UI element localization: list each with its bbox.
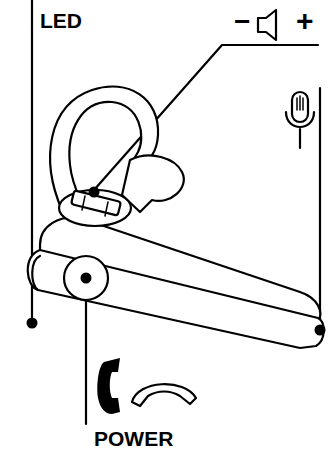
headset-body: [28, 250, 324, 348]
power-button: [64, 256, 108, 300]
call-icon: [97, 358, 120, 414]
part-label: LED: [38, 10, 84, 31]
body-edge: [32, 256, 40, 290]
microphone-icon: [286, 92, 314, 148]
volume-sign: −: [232, 8, 252, 36]
speaker-icon: [258, 10, 276, 40]
volume-sign: +: [294, 6, 316, 36]
end-call-icon: [132, 384, 196, 406]
part-label: POWER: [92, 428, 175, 449]
mic-leader: [319, 88, 321, 324]
power-leader: [85, 284, 87, 424]
ear-tip: [122, 156, 184, 212]
